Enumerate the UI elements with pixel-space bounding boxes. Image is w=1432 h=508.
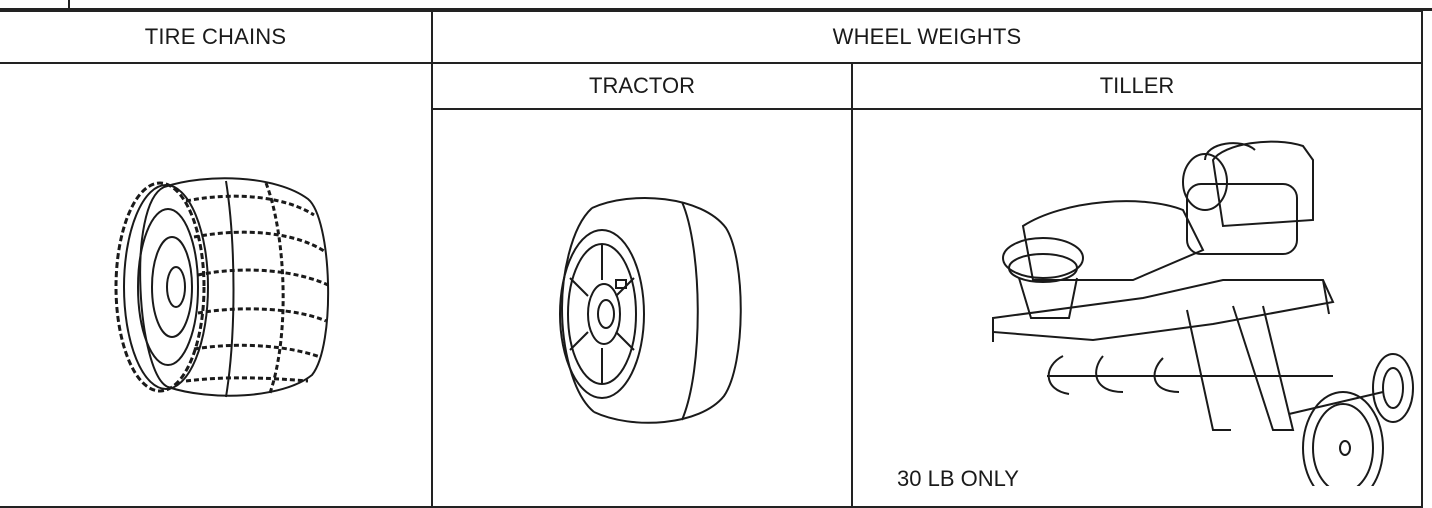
subheader-tractor: TRACTOR (431, 62, 853, 110)
subheader-tiller: TILLER (850, 62, 1424, 110)
tractor-weight-cell (431, 108, 853, 508)
top-rule-tick (68, 0, 70, 8)
accessory-table: TIRE CHAINS WHEEL WEIGHTS (0, 10, 1424, 508)
tire-chains-cell (0, 62, 433, 508)
tiller-weight-cell: 30 LB ONLY (850, 108, 1424, 508)
top-rule (0, 0, 1432, 11)
tractor-wheel-weight-icon (559, 196, 742, 424)
tire-chains-icon (114, 177, 329, 398)
header-tire-chains: TIRE CHAINS (0, 10, 433, 64)
header-wheel-weights: WHEEL WEIGHTS (430, 10, 1424, 64)
tiller-weight-note: 30 LB ONLY (897, 466, 1019, 491)
tiller-wheel-weight-icon (992, 140, 1414, 486)
